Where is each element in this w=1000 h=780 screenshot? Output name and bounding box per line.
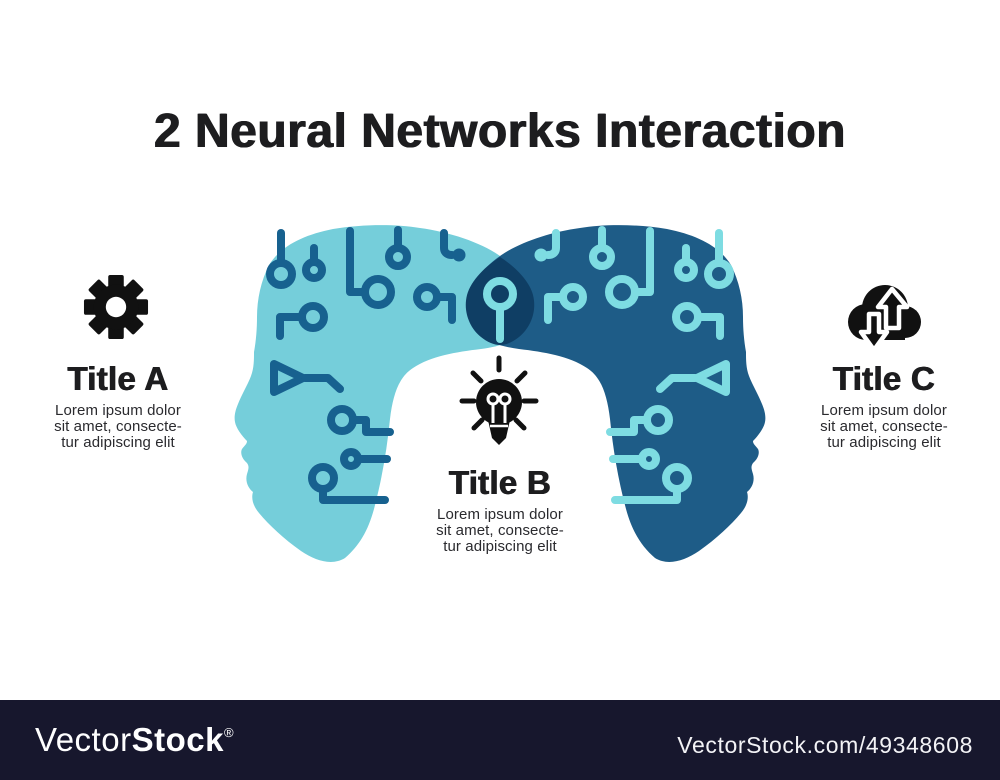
vectorstock-logo-bold: Stock <box>131 721 224 758</box>
section-a-line3: tur adipiscing elit <box>61 434 175 451</box>
download-arrow-icon <box>858 311 890 353</box>
section-a-title: Title A <box>67 360 169 397</box>
page-title: 2 Neural Networks Interaction <box>153 105 847 158</box>
gear-icon <box>83 274 149 340</box>
section-a-line1: Lorem ipsum dolor <box>55 402 181 419</box>
section-b-line2: sit amet, consecte- <box>436 522 564 539</box>
section-b-line3: tur adipiscing elit <box>443 538 557 555</box>
section-b-text: Lorem ipsum dolor sit amet, consecte- tu… <box>400 507 600 555</box>
cloud-sync-icon <box>848 285 921 353</box>
section-c-text: Lorem ipsum dolor sit amet, consecte- tu… <box>784 403 984 451</box>
section-a-text: Lorem ipsum dolor sit amet, consecte- tu… <box>18 403 218 451</box>
lightbulb-icon <box>459 355 539 445</box>
section-b-title: Title B <box>448 464 552 501</box>
vectorstock-logo: VectorStock® <box>35 721 234 759</box>
vectorstock-logo-light: Vector <box>35 721 132 758</box>
section-a-line2: sit amet, consecte- <box>54 418 182 435</box>
registered-mark: ® <box>223 725 235 740</box>
vectorstock-url: VectorStock.com/49348608 <box>677 731 973 758</box>
section-c-line3: tur adipiscing elit <box>827 434 941 451</box>
overlap-node <box>483 277 517 343</box>
section-c-line2: sit amet, consecte- <box>820 418 948 435</box>
section-b-line1: Lorem ipsum dolor <box>437 506 563 523</box>
watermark-bar: VectorStock® VectorStock.com/49348608 <box>0 700 1000 780</box>
section-c-line1: Lorem ipsum dolor <box>821 402 947 419</box>
upload-arrow-icon <box>875 286 910 331</box>
overlap-lens <box>465 257 535 345</box>
section-c-title: Title C <box>832 360 936 397</box>
